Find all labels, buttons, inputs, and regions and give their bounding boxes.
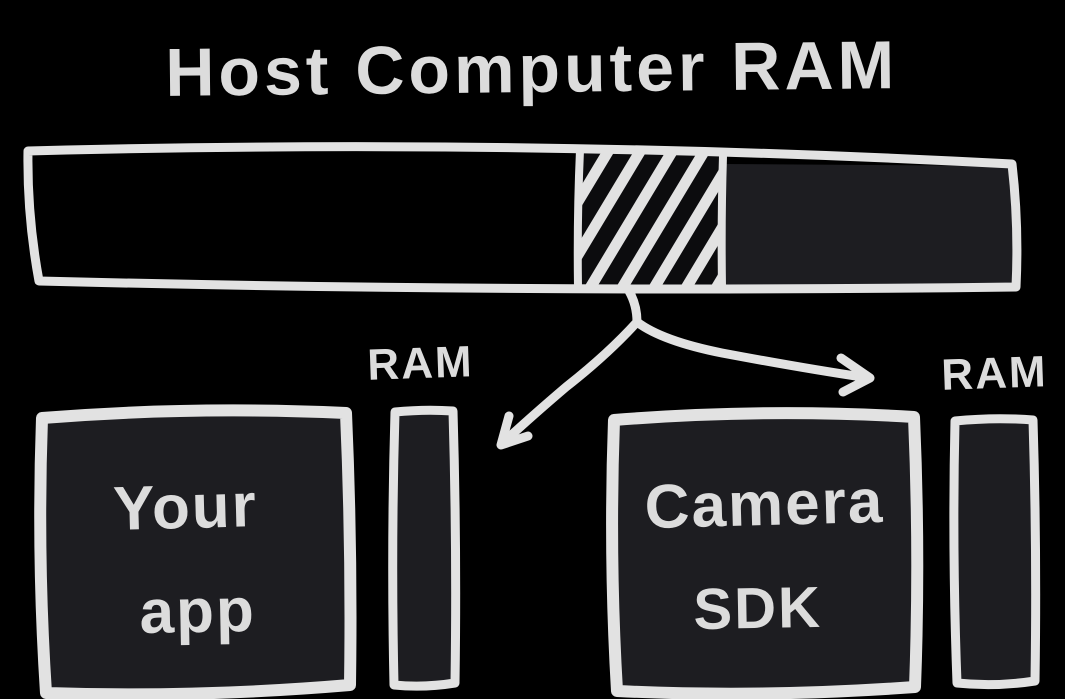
your-app-box: Your app [34, 404, 357, 699]
diagram-title: Host Computer RAM [165, 27, 899, 111]
host-ram-bar [23, 142, 1022, 294]
host-ram-hatched-segment [573, 146, 727, 291]
hatch-left-boundary [573, 146, 584, 291]
camera-sdk-label-line2: SDK [693, 575, 823, 642]
your-app-label-line1: Your [112, 471, 258, 544]
camera-sdk-label-line1: Camera [644, 467, 885, 542]
fork-arrow-left-branch [501, 286, 642, 445]
host-ram-allocated-segment [722, 164, 1014, 287]
your-app-ram-bar [388, 405, 461, 691]
host-ram-bar-outline [23, 142, 1022, 294]
camera-sdk-box-outline [606, 407, 924, 699]
ram-label-left: RAM [367, 337, 475, 390]
your-app-box-outline [34, 404, 357, 699]
ram-label-right: RAM [941, 347, 1049, 400]
fork-arrow-right-branch [632, 317, 867, 382]
arrowhead-right-icon [836, 353, 875, 397]
hatch-right-boundary [717, 152, 727, 291]
your-app-label-line2: app [139, 576, 256, 647]
fork-arrow [496, 286, 875, 450]
camera-sdk-box: Camera SDK [606, 407, 924, 699]
camera-sdk-ram-bar [949, 414, 1041, 690]
hatch-stripes [579, 148, 723, 289]
arrowhead-down-left-icon [496, 411, 533, 450]
